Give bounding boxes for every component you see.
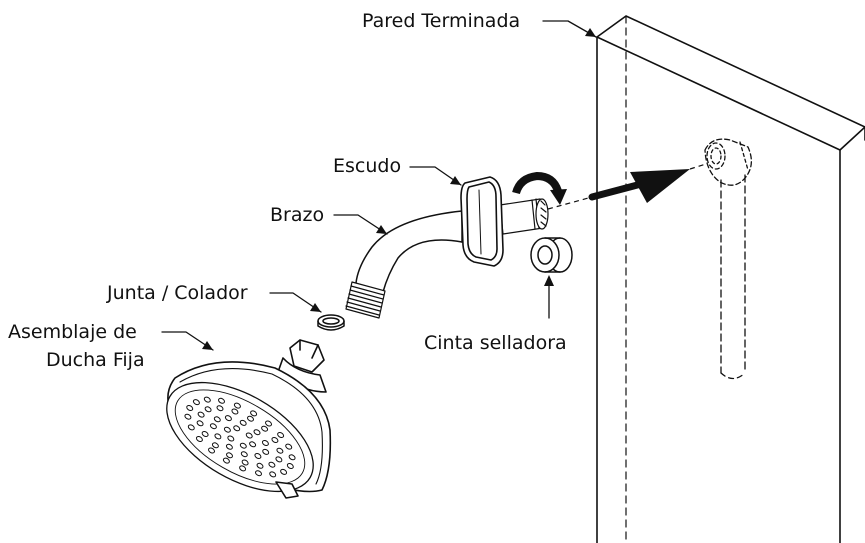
label-finished-wall: Pared Terminada — [362, 10, 520, 32]
arm-back-thread — [499, 198, 549, 235]
spray-nozzle — [250, 410, 258, 417]
spray-nozzle — [247, 415, 254, 422]
spray-nozzle — [269, 471, 277, 478]
leader-lines — [161, 20, 597, 351]
spray-nozzle — [195, 436, 203, 442]
spray-nozzle — [213, 416, 221, 423]
spray-nozzle — [262, 448, 270, 455]
spray-nozzle — [280, 468, 288, 475]
label-sealing-tape: Cinta selladora — [424, 332, 567, 354]
spray-nozzle — [187, 424, 195, 431]
shower-arm — [345, 198, 549, 319]
spray-nozzle — [240, 451, 248, 458]
gasket — [317, 314, 345, 331]
spray-nozzle — [204, 406, 212, 413]
spray-nozzle — [268, 461, 276, 468]
spray-nozzle — [222, 457, 230, 464]
spray-nozzles — [184, 396, 296, 478]
spray-nozzle — [201, 431, 209, 437]
spray-nozzle — [233, 425, 241, 432]
spray-nozzle — [286, 463, 294, 469]
spray-nozzle — [192, 399, 200, 406]
spray-nozzle — [239, 442, 247, 449]
insert-direction-arrow — [547, 163, 707, 210]
label-arm: Brazo — [270, 204, 324, 226]
spray-nozzle — [288, 454, 296, 461]
spray-nozzle — [197, 411, 205, 418]
spray-nozzle — [214, 433, 222, 440]
spray-nozzle — [239, 465, 247, 472]
rotation-arrow — [512, 171, 567, 205]
spray-nozzle — [216, 405, 224, 412]
arm-lower-thread — [345, 281, 386, 319]
spray-nozzle — [253, 429, 261, 436]
spray-nozzle — [261, 425, 269, 432]
spray-nozzle — [211, 442, 219, 449]
spray-nozzle — [226, 452, 233, 459]
spray-nozzle — [241, 459, 249, 466]
showerhead — [166, 339, 332, 499]
spray-nozzle — [239, 419, 247, 426]
spray-nozzle — [275, 456, 283, 463]
spray-nozzle — [203, 396, 211, 403]
spray-nozzle — [184, 413, 192, 420]
label-flange: Escudo — [333, 155, 401, 177]
label-showerhead-line1: Asemblaje de — [8, 321, 137, 343]
label-showerhead-line2: Ducha Fija — [46, 349, 145, 371]
spray-nozzle — [227, 435, 235, 442]
spray-nozzle — [276, 447, 284, 454]
spray-nozzle — [245, 432, 253, 439]
spray-nozzle — [218, 397, 225, 404]
spray-nozzle — [285, 443, 293, 450]
spray-nozzle — [208, 447, 215, 454]
flange — [460, 176, 504, 267]
spray-nozzle — [231, 408, 239, 415]
label-gasket: Junta / Colador — [106, 282, 248, 304]
spray-nozzle — [254, 453, 262, 459]
spray-nozzle — [196, 420, 204, 427]
finished-wall — [596, 15, 865, 543]
spray-nozzle — [261, 440, 269, 446]
spray-nozzle — [265, 420, 272, 427]
spray-nozzle — [209, 423, 217, 430]
supply-pipe — [704, 138, 752, 380]
spray-nozzle — [271, 437, 279, 443]
spray-nozzle — [277, 432, 285, 438]
spray-nozzle — [249, 441, 257, 448]
spray-nozzle — [233, 402, 241, 409]
spray-nozzle — [224, 415, 232, 422]
spray-nozzle — [225, 443, 233, 450]
spray-nozzle — [223, 426, 231, 433]
tape-roll — [530, 237, 573, 273]
spray-nozzle — [255, 470, 262, 477]
spray-nozzle — [256, 462, 264, 469]
spray-nozzle — [186, 405, 194, 411]
